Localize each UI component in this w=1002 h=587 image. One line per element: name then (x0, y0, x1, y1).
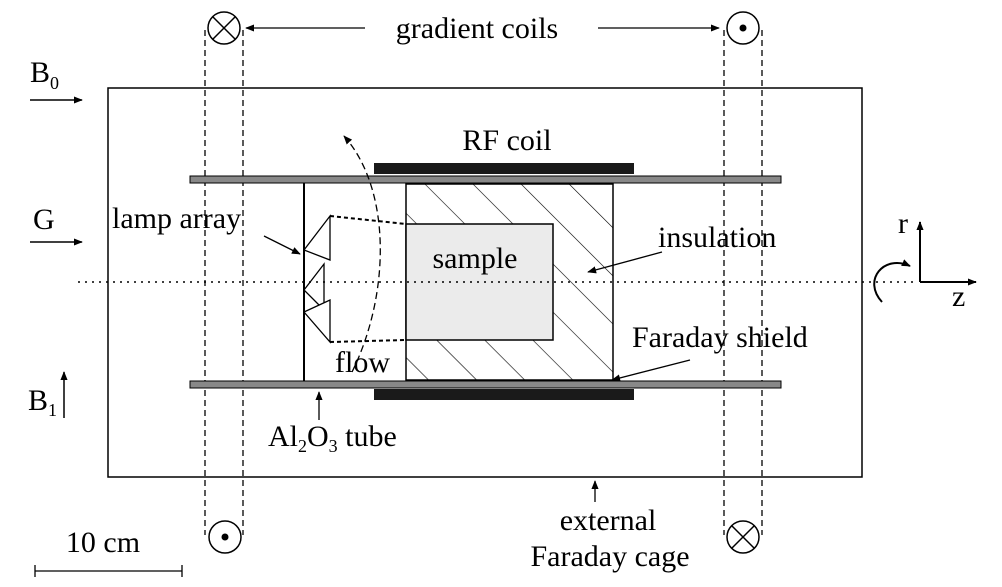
b0-label: B0 (30, 56, 59, 93)
insulation-arrow (587, 251, 663, 274)
rf-coil-label: RF coil (462, 124, 551, 157)
coil-wire-into-bottom-right (726, 520, 760, 554)
tube-wall-bottom (189, 380, 782, 389)
gradient-coil-left (204, 30, 244, 535)
sample (405, 223, 554, 341)
lamp-array-arrow (263, 235, 301, 255)
faraday-shield-label: Faraday shield (632, 321, 808, 354)
insulation-label: insulation (658, 221, 776, 254)
axis-z-label: z (952, 280, 965, 313)
flow-arrow (343, 135, 381, 373)
axis-r-label: r (898, 207, 908, 240)
gradient-coils-label: gradient coils (396, 12, 558, 45)
g-label: G (33, 203, 55, 236)
rf-coil-top (374, 163, 634, 174)
scale-bar (34, 565, 183, 577)
coil-wire-out-top-right (726, 11, 760, 45)
gradient-coil-right (723, 30, 763, 535)
flow-label: flow (335, 346, 390, 379)
faraday-cage-label: Faraday cage (530, 540, 689, 573)
lamp-beams (329, 215, 407, 343)
al2o3-tube-label: Al2O3 tube (268, 420, 397, 456)
coil-wire-out-bottom-left (208, 520, 242, 554)
rf-coil-bottom (374, 389, 634, 400)
scale-label: 10 cm (66, 526, 140, 559)
tube-wall-top (189, 175, 782, 184)
lamp-array-label: lamp array (112, 202, 241, 235)
coil-wire-into-top-left (207, 11, 241, 45)
faraday-shield-arrow (611, 359, 691, 382)
external-label: external (560, 504, 657, 537)
lamp-array (302, 214, 331, 344)
sample-label: sample (433, 242, 518, 275)
rotation-arrow (873, 259, 911, 303)
b1-label: B1 (28, 384, 57, 420)
coordinate-axes: r z (898, 207, 977, 313)
